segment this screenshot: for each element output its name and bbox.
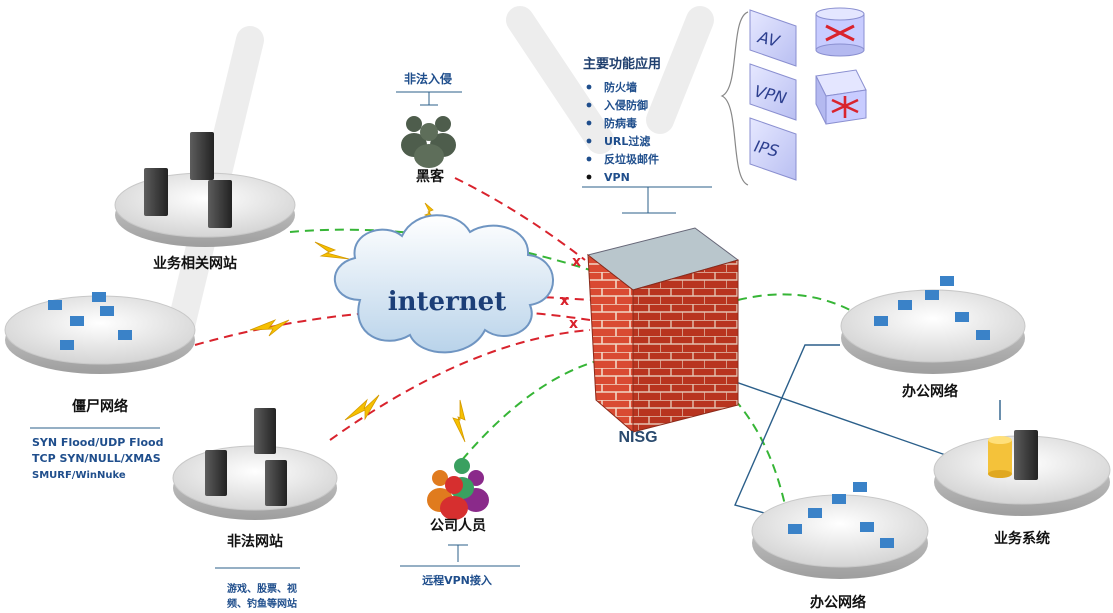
botnet-attack: TCP SYN/NULL/XMAS [32,452,161,465]
service-blocks: AV VPN IPS [749,7,867,181]
firewall: NISG [586,227,740,446]
lightning-icon [452,399,466,443]
lightning-icon [344,394,380,421]
office-bottom-node: 办公网络 [751,482,929,611]
staff-label: 公司人员 [430,517,486,534]
lightning-icon [249,319,290,337]
business-system-node: 业务系统 [933,430,1111,547]
allowed-link-staff [461,359,601,461]
staff-tag: 远程VPN接入 [422,573,492,587]
blocked-link-hacker [454,177,586,261]
block-marker: x [572,254,581,270]
allowed-link-business [289,228,591,271]
business-sites-label: 业务相关网站 [153,255,237,272]
hacker-label: 黑客 [416,168,445,185]
illegal-sites-note: 频、钓鱼等网站 [227,597,297,610]
illegal-sites-label: 非法网站 [227,533,283,550]
staff-group-icon [427,458,489,520]
feature-item: 入侵防御 [604,98,648,112]
botnet-node: 僵尸网络 SYN Flood/UDP Flood TCP SYN/NULL/XM… [4,292,196,481]
office-top-node: 办公网络 [840,276,1026,400]
business-sites-node: 业务相关网站 [114,132,296,272]
feature-bullets [586,84,592,180]
illegal-sites-node: 非法网站 游戏、股票、视 频、钓鱼等网站 [172,408,338,610]
switch-icon [815,69,867,125]
block-marker: x [560,293,569,309]
hacker-tag: 非法入侵 [404,71,452,86]
office-top-label: 办公网络 [902,383,958,400]
cloud-label: internet [388,287,507,317]
firewall-label: NISG [618,429,657,446]
feature-item: URL过滤 [604,134,650,148]
features-panel: 主要功能应用 防火墙 入侵防御 防病毒 URL过滤 反垃圾邮件 VPN [582,11,749,214]
office-bottom-label: 办公网络 [810,594,866,611]
server-icon [205,408,287,506]
workstation-icon [874,276,990,340]
block-markers: x x x [560,254,581,332]
feature-item: VPN [604,171,630,184]
lan-links [729,344,1001,521]
staff-node: 公司人员 远程VPN接入 [400,458,520,587]
feature-item: 防病毒 [604,116,637,130]
features-title: 主要功能应用 [583,56,661,72]
feature-item: 防火墙 [604,80,637,94]
server-icon [144,132,232,228]
internet-cloud: internet [334,214,554,354]
server-icon [1014,430,1038,480]
botnet-label: 僵尸网络 [72,398,128,415]
lightning-icon [314,241,350,260]
hacker-group-icon [401,116,456,168]
blocked-link-illegal [329,329,591,441]
hacker-node: 非法入侵 黑客 [396,71,462,185]
workstation-icon [48,292,132,350]
business-system-label: 业务系统 [994,530,1050,547]
workstation-icon [788,482,894,548]
botnet-attack: SYN Flood/UDP Flood [32,436,163,449]
allowed-link-office-top [737,293,851,311]
feature-item: 反垃圾邮件 [604,152,659,166]
block-marker: x [569,316,578,332]
illegal-sites-note: 游戏、股票、视 [227,582,297,595]
database-icon [988,436,1012,478]
botnet-attack: SMURF/WinNuke [32,470,126,481]
router-icon [815,7,865,57]
